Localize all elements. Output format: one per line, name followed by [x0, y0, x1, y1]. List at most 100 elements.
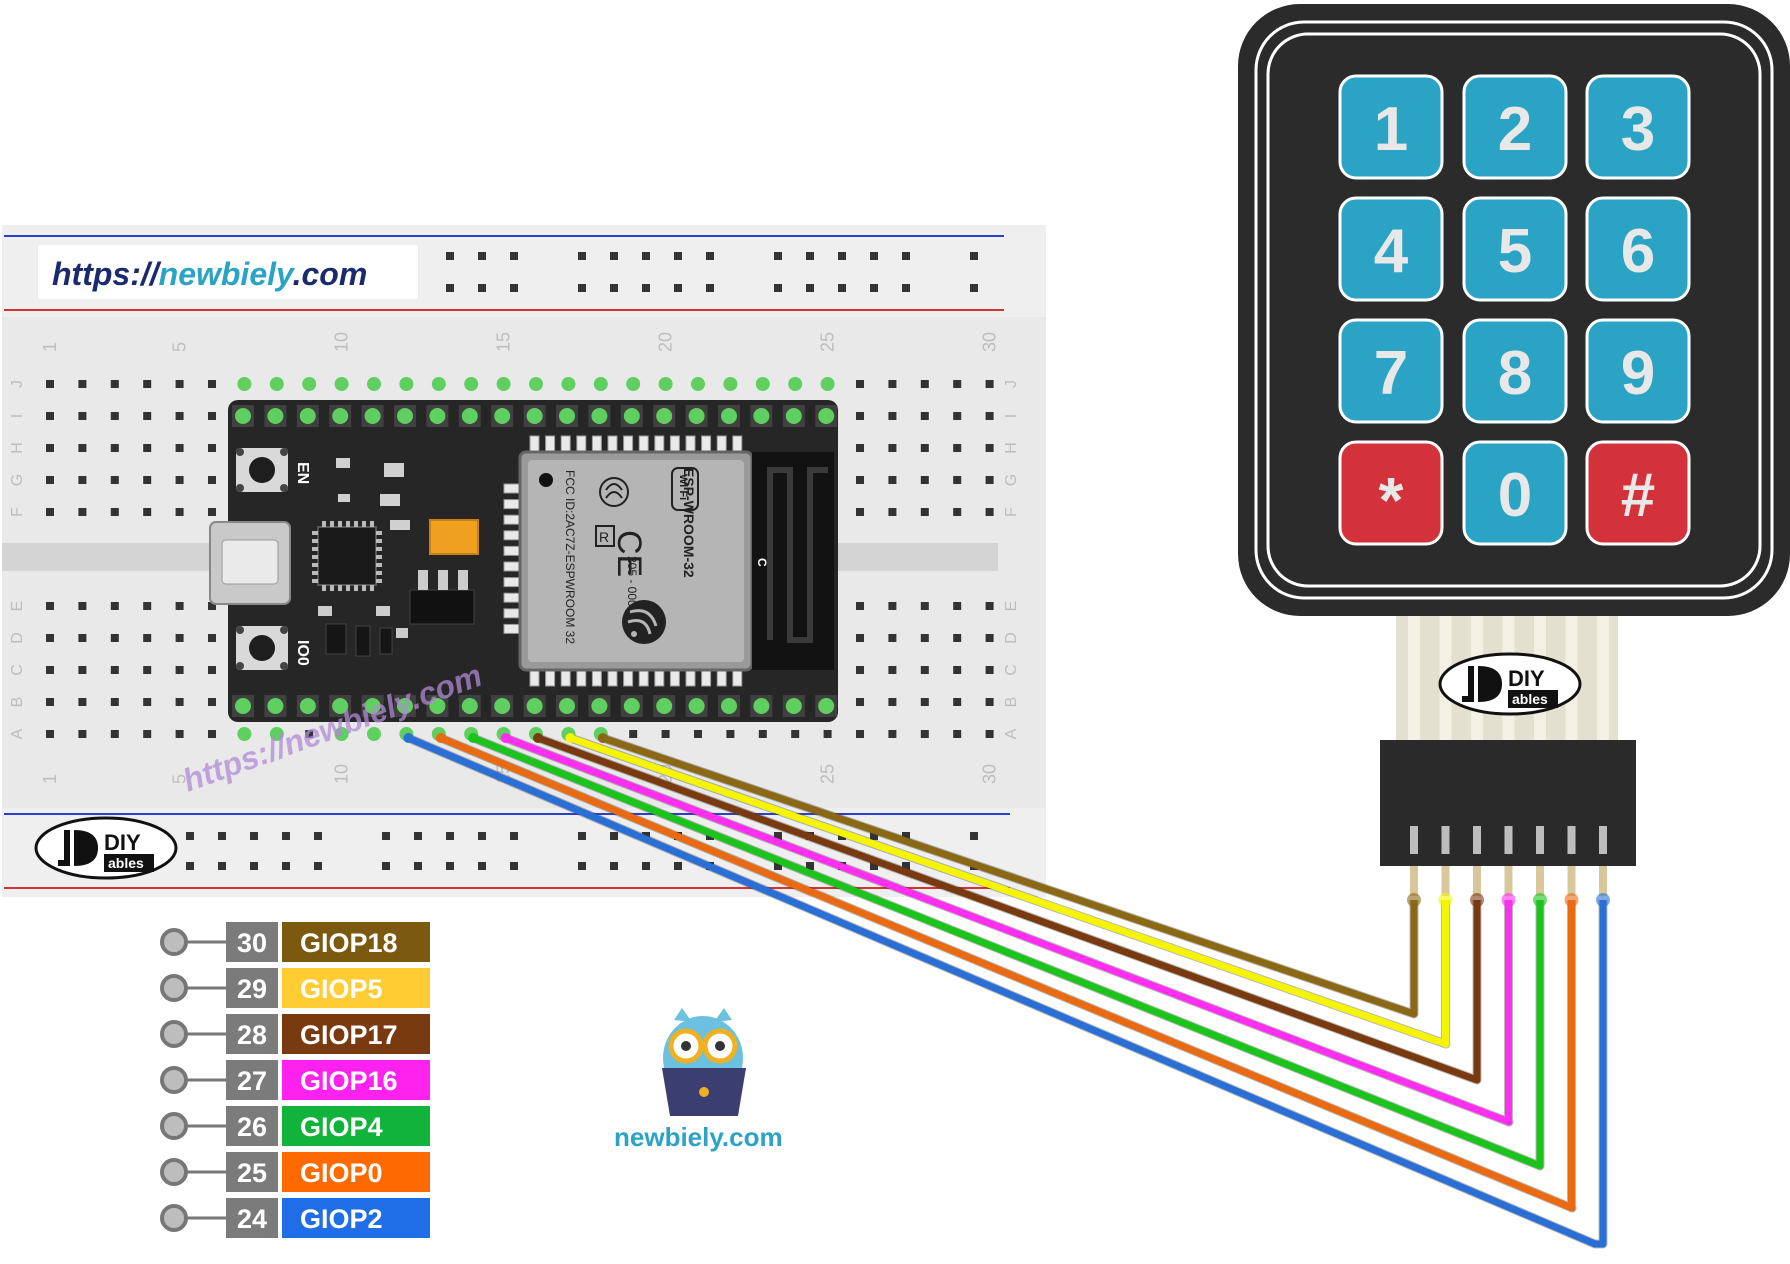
rail-hole	[774, 252, 782, 260]
module-pin	[654, 669, 665, 687]
module-pin	[591, 435, 602, 453]
rail-hole	[446, 862, 454, 870]
terminal-hole	[953, 666, 962, 674]
key-hash	[1585, 440, 1691, 546]
pin-hole	[721, 408, 737, 424]
chip-leg	[346, 521, 350, 527]
key-label: 3	[1621, 95, 1655, 164]
rail-hole	[774, 284, 782, 292]
chip-leg	[362, 585, 366, 591]
rail-hole	[838, 284, 846, 292]
key-label: 5	[1498, 217, 1532, 286]
rail-hole	[478, 832, 486, 840]
key-7	[1338, 318, 1444, 424]
row-letter: I	[9, 414, 26, 418]
legend-pin-name-box	[282, 922, 430, 962]
key-label: 2	[1498, 95, 1532, 164]
row-letter: E	[9, 601, 26, 612]
pin-hole	[623, 408, 640, 424]
legend-pin-name: GIOP17	[300, 1020, 398, 1050]
en-button	[236, 448, 288, 492]
terminal-hole	[888, 666, 897, 674]
rail-hole	[642, 252, 650, 260]
module-pin	[638, 435, 649, 453]
wire-end	[1596, 893, 1610, 907]
column-number: 15	[494, 332, 514, 352]
rail-hole	[610, 832, 618, 840]
terminal-hole	[143, 730, 152, 738]
chip-leg	[354, 521, 358, 527]
pin-hole	[753, 698, 770, 714]
module-pin	[591, 669, 602, 687]
rail-hole	[578, 252, 586, 260]
pin-hole	[721, 698, 737, 714]
module-pin	[503, 577, 521, 588]
rail-hole	[282, 862, 290, 870]
chip-leg	[312, 547, 318, 551]
module-pin	[732, 435, 743, 453]
row-letter: G	[1003, 474, 1020, 486]
key-3	[1585, 74, 1691, 180]
connected-hole	[464, 377, 479, 391]
row-letter: F	[9, 507, 26, 517]
terminal-hole	[856, 634, 864, 642]
ables-text: ables	[1512, 691, 1548, 707]
module-pin	[503, 561, 521, 572]
column-number: 5	[170, 774, 190, 784]
rail-hole	[382, 832, 390, 840]
chip-leg	[330, 585, 334, 591]
rail-hole	[478, 862, 486, 870]
rail-hole	[250, 862, 258, 870]
terminal-hole	[305, 730, 314, 738]
rail-hole	[314, 862, 322, 870]
fcc-text: FCC ID:2AC7Z-ESPWROOM 32	[563, 470, 577, 644]
rail-hole	[578, 284, 586, 292]
diy-text: DIY	[1508, 666, 1545, 691]
key-label: 7	[1374, 339, 1408, 408]
pin-hole	[818, 408, 835, 424]
connected-hole	[237, 727, 252, 741]
row-letter: G	[9, 474, 26, 486]
rail-hole	[610, 252, 618, 260]
key-2	[1462, 74, 1568, 180]
legend-connector-icon	[160, 1158, 188, 1186]
chip-leg	[312, 563, 318, 567]
module-pin	[560, 669, 571, 687]
module-pin	[623, 435, 634, 453]
pin-hole	[785, 408, 802, 424]
terminal-hole	[953, 698, 962, 706]
legend-pin-number-box	[226, 1198, 278, 1238]
pin-hole	[299, 698, 316, 714]
column-number: 10	[332, 764, 352, 784]
chip-leg	[376, 563, 382, 567]
terminal-hole	[143, 508, 152, 516]
rail-hole	[970, 252, 978, 260]
module-pin	[529, 435, 540, 453]
chip-leg	[312, 555, 318, 559]
rail-hole	[674, 284, 682, 292]
terminal-hole	[46, 508, 54, 516]
connected-hole	[399, 377, 414, 391]
rail-hole	[314, 832, 322, 840]
module-pin	[503, 623, 521, 634]
connected-hole	[431, 377, 446, 391]
connected-hole	[367, 727, 381, 741]
row-letter: A	[1003, 728, 1020, 739]
terminal-hole	[78, 602, 87, 610]
esp32-pin-headers	[232, 405, 838, 717]
terminal-hole	[791, 730, 800, 738]
newbiely-owl-logo: newbiely.com	[614, 1008, 783, 1152]
esp-wroom-32-module: C ESP-WROOM-32 FCC ID:2AC7Z-ESPWROOM 32 …	[503, 435, 834, 687]
wire-end	[403, 733, 414, 743]
terminal-hole	[46, 602, 54, 610]
chip-leg	[338, 585, 342, 591]
row-letter: B	[1003, 697, 1020, 708]
terminal-hole	[110, 730, 119, 738]
terminal-hole	[143, 698, 152, 706]
pin-hole	[559, 698, 575, 714]
key-6	[1585, 196, 1691, 302]
legend-pin-name-box	[282, 1152, 430, 1192]
pin-hole	[591, 698, 608, 714]
